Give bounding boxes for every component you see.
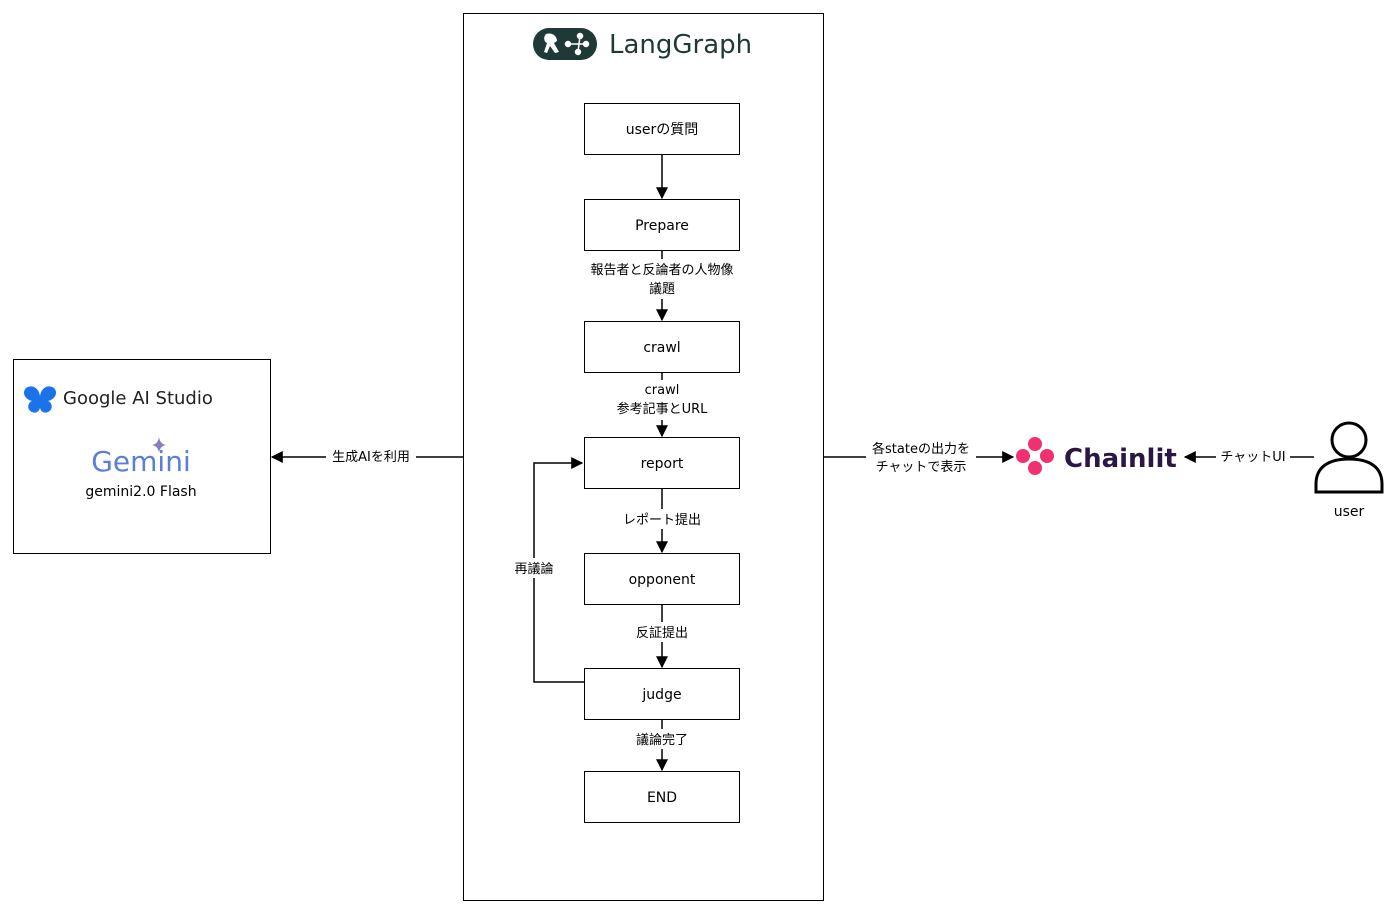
edge-crawl-label-2: 参考記事とURL	[617, 401, 709, 417]
google-ai-studio-icon	[24, 386, 56, 413]
node-end[interactable]: END	[584, 771, 740, 823]
gemini-label: Gemini	[91, 445, 191, 478]
chainlit-icon	[1016, 437, 1054, 475]
edge-prepare-label-2: 議題	[649, 282, 675, 297]
edge-loop-label: 再議論	[514, 561, 553, 577]
person-icon[interactable]	[1314, 421, 1384, 494]
edge-chainlit-label-1: 各stateの出力を	[872, 441, 970, 457]
edge-prepare-label-1: 報告者と反論者の人物像	[590, 262, 733, 278]
node-user-question[interactable]: userの質問	[584, 103, 740, 155]
node-crawl[interactable]: crawl	[584, 321, 740, 373]
node-prepare[interactable]: Prepare	[584, 199, 740, 251]
graph-nodes-icon	[564, 32, 590, 56]
parrot-icon	[544, 33, 559, 53]
gemini-model-label: gemini2.0 Flash	[85, 484, 196, 500]
node-crawl-label: crawl	[643, 340, 680, 356]
node-prepare-label: Prepare	[635, 218, 689, 234]
edge-judge-end-label: 議論完了	[636, 732, 688, 748]
google-ai-studio-label: Google AI Studio	[63, 388, 213, 409]
langgraph-container	[463, 13, 824, 901]
node-end-label: END	[647, 790, 677, 806]
node-report-label: report	[641, 456, 684, 472]
node-judge-label: judge	[641, 687, 681, 703]
edge-user-label: チャットUI	[1220, 450, 1285, 465]
gemini-logo: Gemini	[91, 437, 191, 478]
node-opponent-label: opponent	[629, 572, 696, 588]
edge-opponent-label: 反証提出	[636, 625, 688, 641]
node-opponent[interactable]: opponent	[584, 553, 740, 605]
edge-google-label: 生成AIを利用	[332, 450, 410, 465]
sparkle-icon	[152, 437, 166, 453]
node-user-question-label: userの質問	[626, 122, 699, 138]
langgraph-logo-text: LangGraph	[609, 30, 752, 60]
chainlit-label: Chainlit	[1064, 444, 1177, 474]
user-label: user	[1334, 504, 1365, 520]
edge-report-label: レポート提出	[623, 512, 701, 528]
node-judge[interactable]: judge	[584, 668, 740, 720]
node-report[interactable]: report	[584, 437, 740, 489]
chainlit-logo: Chainlit	[1016, 437, 1177, 475]
edge-crawl-label-1: crawl	[645, 383, 680, 398]
edge-chainlit-label-2: チャットで表示	[876, 460, 967, 475]
langgraph-logo: LangGraph	[533, 28, 752, 60]
google-ai-studio-box	[13, 359, 271, 554]
